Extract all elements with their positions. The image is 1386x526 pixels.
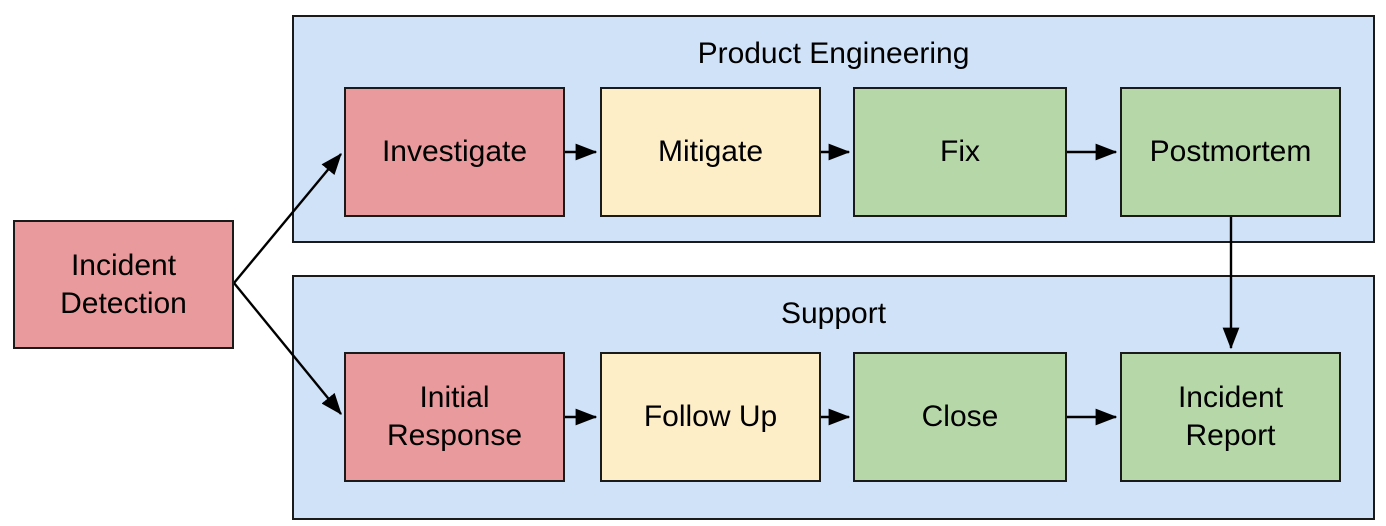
node-close[interactable]: Close: [853, 352, 1067, 482]
swimlane-title-support: Support: [780, 297, 887, 330]
node-mitigate[interactable]: Mitigate: [600, 87, 821, 217]
swimlane-title-product-engineering: Product Engineering: [697, 37, 970, 70]
node-incident-report[interactable]: Incident Report: [1120, 352, 1341, 482]
node-initial-response[interactable]: Initial Response: [344, 352, 565, 482]
node-incident-detection[interactable]: Incident Detection: [13, 220, 234, 349]
node-follow-up[interactable]: Follow Up: [600, 352, 821, 482]
node-fix[interactable]: Fix: [853, 87, 1067, 217]
node-investigate[interactable]: Investigate: [344, 87, 565, 217]
node-postmortem[interactable]: Postmortem: [1120, 87, 1341, 217]
